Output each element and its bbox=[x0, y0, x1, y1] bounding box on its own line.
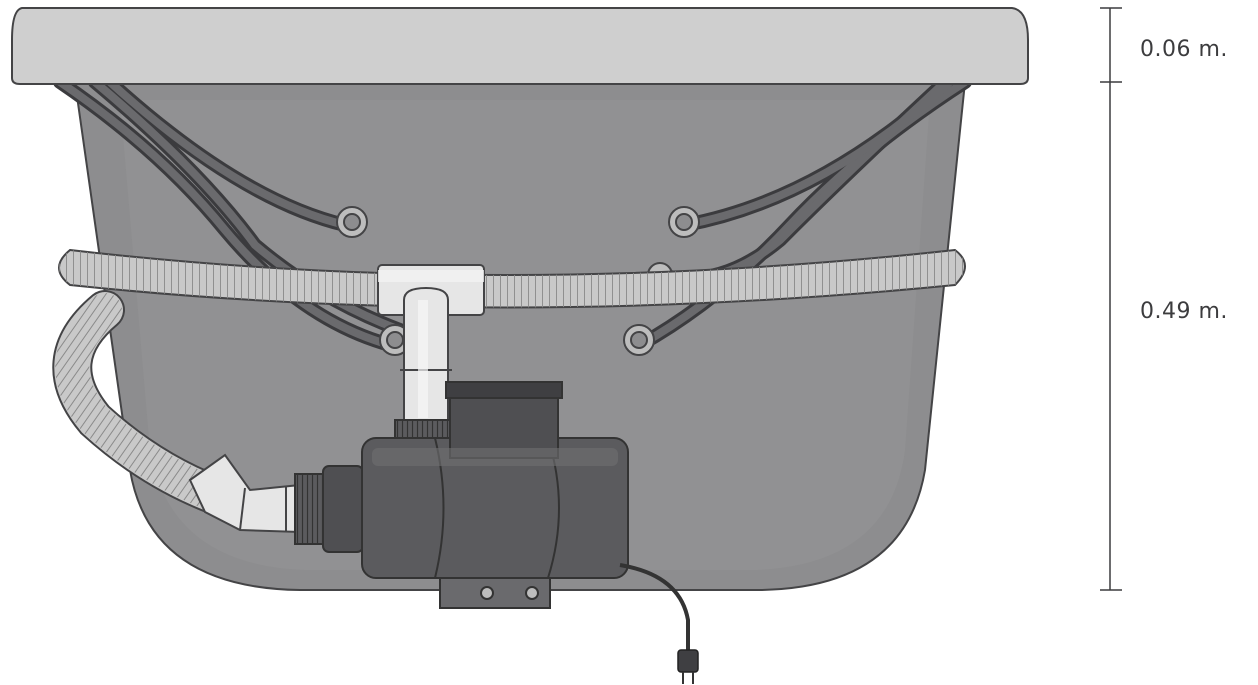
jet-hoses bbox=[53, 75, 972, 352]
pump bbox=[322, 381, 629, 609]
power-cord bbox=[619, 563, 690, 652]
jet-fittings bbox=[336, 206, 700, 356]
dimension-lines bbox=[1100, 7, 1122, 591]
tub-depth-label: 0.49 m. bbox=[1140, 299, 1228, 324]
power-plug bbox=[677, 649, 699, 673]
tub-rim bbox=[11, 7, 1029, 85]
rim-height-label: 0.06 m. bbox=[1140, 37, 1228, 62]
